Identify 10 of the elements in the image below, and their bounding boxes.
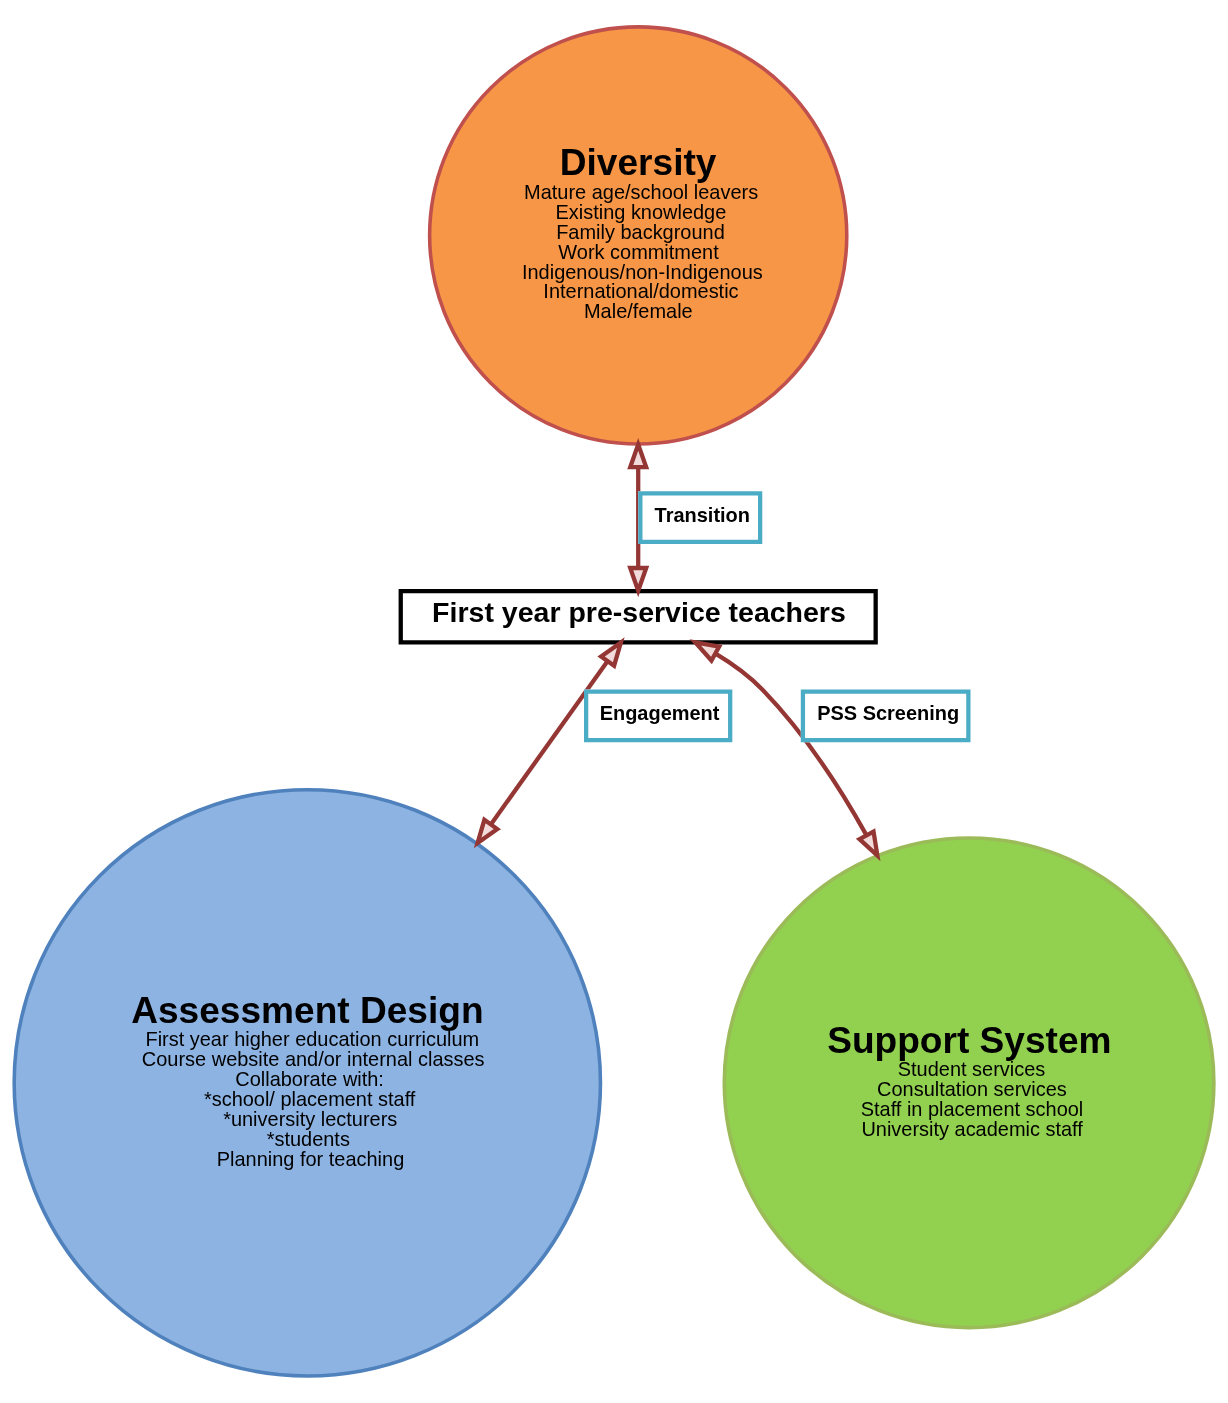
node-circle: Diversity Mature age/school leavers Existing knowledge Family background Work commitment Indigenous/non-Indigenous International/domestic Male/female bbox=[427, 25, 849, 446]
edge-label: Transition bbox=[654, 504, 750, 527]
edge-label: Engagement bbox=[599, 702, 720, 725]
edge-label: PSS Screening bbox=[817, 702, 960, 725]
node-circle: Assessment Design First year higher education curriculum Course website and/or internal classes Collaborate with: *school/ placement staff *university lecturers *students Planning for teaching bbox=[12, 787, 603, 1378]
arrow bbox=[627, 437, 650, 598]
arrow bbox=[689, 639, 881, 862]
arrow bbox=[473, 637, 625, 849]
node-box: First year pre-service teachers bbox=[398, 588, 878, 645]
node-circle: Support System Student services Consultation services Staff in placement school University academic staff bbox=[722, 836, 1216, 1330]
